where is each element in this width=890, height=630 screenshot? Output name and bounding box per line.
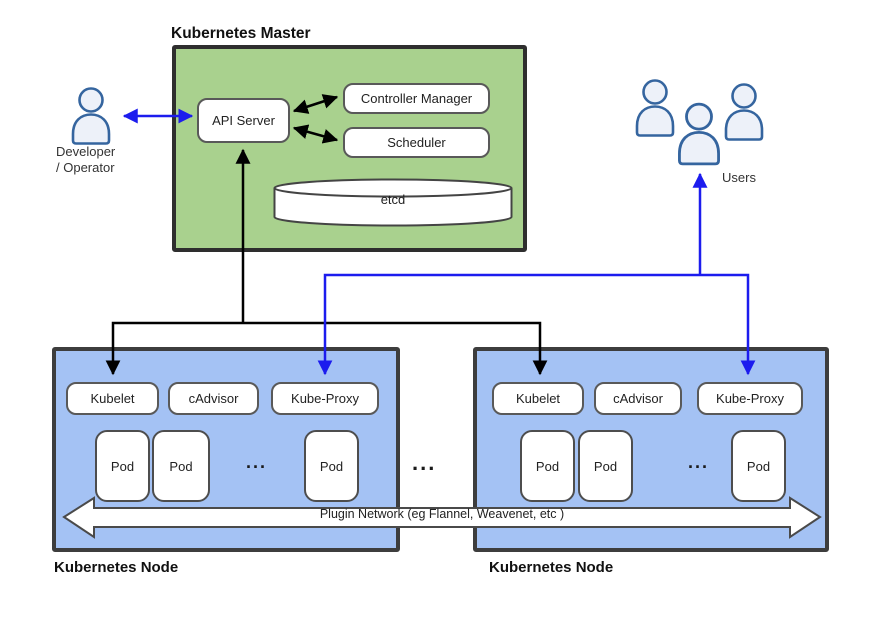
pod-label: Pod xyxy=(319,458,344,474)
pod-label: Pod xyxy=(746,458,771,474)
left-kubelet-label: Kubelet xyxy=(90,391,135,406)
etcd-label: etcd xyxy=(380,192,406,207)
user-person-icon-front xyxy=(678,102,720,166)
developer-label: Developer / Operator xyxy=(56,144,116,176)
left-pod-2: Pod xyxy=(152,430,210,502)
controller-manager-label: Controller Manager xyxy=(360,91,473,106)
plugin-network-label: Plugin Network (eg Flannel, Weavenet, et… xyxy=(319,507,565,521)
right-pods-ellipsis: ... xyxy=(688,452,710,472)
api-server-label: API Server xyxy=(212,113,275,128)
right-pod-2: Pod xyxy=(578,430,633,502)
left-pod-3: Pod xyxy=(304,430,359,502)
pod-label: Pod xyxy=(169,458,193,474)
right-pod-1: Pod xyxy=(520,430,575,502)
scheduler-box: Scheduler xyxy=(343,127,490,158)
api-server-box: API Server xyxy=(197,98,290,143)
left-cadvisor-label: cAdvisor xyxy=(188,391,239,406)
cylinder-icon xyxy=(273,178,513,227)
right-kube-proxy-label: Kube-Proxy xyxy=(716,391,784,406)
master-title: Kubernetes Master xyxy=(171,25,311,42)
node-label-right: Kubernetes Node xyxy=(489,559,614,576)
controller-manager-box: Controller Manager xyxy=(343,83,490,114)
left-pods-ellipsis: ... xyxy=(246,452,268,472)
etcd-cylinder: etcd xyxy=(273,178,513,228)
right-cadvisor-label: cAdvisor xyxy=(613,391,663,406)
left-kube-proxy-box: Kube-Proxy xyxy=(271,382,379,415)
right-kubelet-box: Kubelet xyxy=(492,382,584,415)
right-cadvisor-box: cAdvisor xyxy=(594,382,682,415)
user-person-icon-back-left xyxy=(635,79,675,137)
scheduler-label: Scheduler xyxy=(387,135,446,150)
between-nodes-ellipsis: ... xyxy=(412,450,437,475)
node-label-left: Kubernetes Node xyxy=(54,559,179,576)
pod-label: Pod xyxy=(110,458,135,474)
user-person-icon-back-right xyxy=(724,83,764,141)
left-kube-proxy-label: Kube-Proxy xyxy=(291,391,359,406)
users-label: Users xyxy=(722,170,756,185)
left-pod-1: Pod xyxy=(95,430,150,502)
left-cadvisor-box: cAdvisor xyxy=(168,382,259,415)
developer-person-icon xyxy=(71,87,111,145)
right-kubelet-label: Kubelet xyxy=(515,391,561,406)
left-kubelet-box: Kubelet xyxy=(66,382,159,415)
pod-label: Pod xyxy=(593,458,618,474)
right-pod-3: Pod xyxy=(731,430,786,502)
right-kube-proxy-box: Kube-Proxy xyxy=(697,382,803,415)
pod-label: Pod xyxy=(535,458,560,474)
